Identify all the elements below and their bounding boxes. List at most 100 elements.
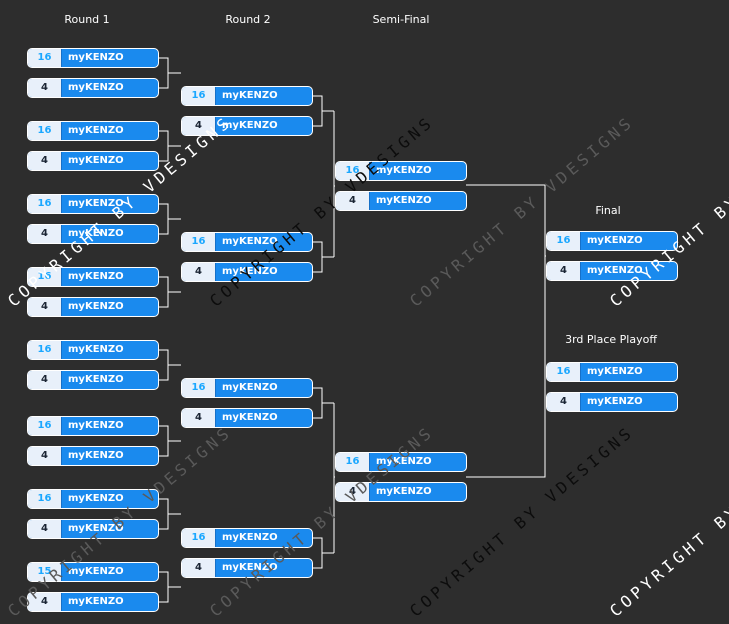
r1-slot[interactable]: 4 myKENZO xyxy=(27,519,159,539)
seed-number: 16 xyxy=(28,195,62,213)
seed-number: 4 xyxy=(28,593,62,611)
seed-number: 16 xyxy=(336,162,370,180)
r1-slot[interactable]: 16 myKENZO xyxy=(27,121,159,141)
team-name: myKENZO xyxy=(68,52,124,63)
seed-number: 16 xyxy=(182,87,216,105)
seed-number: 4 xyxy=(28,520,62,538)
team-name: myKENZO xyxy=(587,366,643,377)
r1-slot[interactable]: 16 myKENZO xyxy=(27,416,159,436)
semi-final-slot[interactable]: 16 myKENZO xyxy=(335,161,467,181)
final-title: Final xyxy=(595,204,621,217)
team-name: myKENZO xyxy=(68,271,124,282)
team-name: myKENZO xyxy=(222,120,278,131)
seed-number: 4 xyxy=(28,298,62,316)
seed-number: 16 xyxy=(28,49,62,67)
round-1-title: Round 1 xyxy=(64,13,110,26)
r1-slot[interactable]: 4 myKENZO xyxy=(27,370,159,390)
team-name: myKENZO xyxy=(222,236,278,247)
third-place-slot[interactable]: 4 myKENZO xyxy=(546,392,678,412)
team-name: myKENZO xyxy=(68,125,124,136)
seed-number: 4 xyxy=(336,483,370,501)
team-name: myKENZO xyxy=(68,344,124,355)
seed-number: 16 xyxy=(28,268,62,286)
team-name: myKENZO xyxy=(68,566,124,577)
semi-final-title: Semi-Final xyxy=(372,13,430,26)
r1-slot[interactable]: 16 myKENZO xyxy=(27,267,159,287)
seed-number: 4 xyxy=(182,409,216,427)
round-2-title: Round 2 xyxy=(225,13,271,26)
r2-slot[interactable]: 16 myKENZO xyxy=(181,86,313,106)
team-name: myKENZO xyxy=(587,396,643,407)
r2-slot[interactable]: 4 myKENZO xyxy=(181,408,313,428)
team-name: myKENZO xyxy=(222,562,278,573)
team-name: myKENZO xyxy=(376,486,432,497)
r1-slot[interactable]: 16 myKENZO xyxy=(27,194,159,214)
seed-number: 16 xyxy=(28,417,62,435)
r2-slot[interactable]: 4 myKENZO xyxy=(181,262,313,282)
seed-number: 16 xyxy=(182,233,216,251)
semi-final-slot[interactable]: 16 myKENZO xyxy=(335,452,467,472)
team-name: myKENZO xyxy=(222,532,278,543)
final-slot[interactable]: 4 myKENZO xyxy=(546,261,678,281)
seed-number: 4 xyxy=(28,371,62,389)
team-name: myKENZO xyxy=(68,493,124,504)
seed-number: 4 xyxy=(182,117,216,135)
seed-number: 16 xyxy=(28,341,62,359)
seed-number: 16 xyxy=(182,529,216,547)
seed-number: 4 xyxy=(336,192,370,210)
team-name: myKENZO xyxy=(222,266,278,277)
seed-number: 4 xyxy=(547,262,581,280)
r2-slot[interactable]: 4 myKENZO xyxy=(181,558,313,578)
seed-number: 16 xyxy=(182,379,216,397)
r1-slot[interactable]: 4 myKENZO xyxy=(27,224,159,244)
r1-slot[interactable]: 16 myKENZO xyxy=(27,340,159,360)
team-name: myKENZO xyxy=(68,198,124,209)
team-name: myKENZO xyxy=(376,456,432,467)
team-name: myKENZO xyxy=(68,228,124,239)
seed-number: 16 xyxy=(547,363,581,381)
seed-number: 15 xyxy=(28,563,62,581)
seed-number: 4 xyxy=(182,263,216,281)
seed-number: 16 xyxy=(547,232,581,250)
team-name: myKENZO xyxy=(68,155,124,166)
team-name: myKENZO xyxy=(68,450,124,461)
r2-slot[interactable]: 4 myKENZO xyxy=(181,116,313,136)
third-place-slot[interactable]: 16 myKENZO xyxy=(546,362,678,382)
team-name: myKENZO xyxy=(222,382,278,393)
semi-final-slot[interactable]: 4 myKENZO xyxy=(335,482,467,502)
seed-number: 4 xyxy=(28,225,62,243)
r2-slot[interactable]: 16 myKENZO xyxy=(181,528,313,548)
r1-slot[interactable]: 16 myKENZO xyxy=(27,48,159,68)
team-name: myKENZO xyxy=(376,165,432,176)
team-name: myKENZO xyxy=(68,596,124,607)
team-name: myKENZO xyxy=(68,420,124,431)
team-name: myKENZO xyxy=(68,82,124,93)
third-place-title: 3rd Place Playoff xyxy=(565,333,657,346)
team-name: myKENZO xyxy=(587,265,643,276)
semi-final-slot[interactable]: 4 myKENZO xyxy=(335,191,467,211)
seed-number: 4 xyxy=(28,447,62,465)
r1-slot[interactable]: 4 myKENZO xyxy=(27,151,159,171)
r1-slot[interactable]: 16 myKENZO xyxy=(27,489,159,509)
r2-slot[interactable]: 16 myKENZO xyxy=(181,378,313,398)
seed-number: 16 xyxy=(336,453,370,471)
r1-slot[interactable]: 15 myKENZO xyxy=(27,562,159,582)
seed-number: 4 xyxy=(182,559,216,577)
r2-slot[interactable]: 16 myKENZO xyxy=(181,232,313,252)
seed-number: 16 xyxy=(28,490,62,508)
team-name: myKENZO xyxy=(222,412,278,423)
seed-number: 4 xyxy=(28,79,62,97)
seed-number: 16 xyxy=(28,122,62,140)
team-name: myKENZO xyxy=(68,523,124,534)
r1-slot[interactable]: 4 myKENZO xyxy=(27,592,159,612)
seed-number: 4 xyxy=(28,152,62,170)
seed-number: 4 xyxy=(547,393,581,411)
team-name: myKENZO xyxy=(376,195,432,206)
r1-slot[interactable]: 4 myKENZO xyxy=(27,446,159,466)
team-name: myKENZO xyxy=(68,374,124,385)
r1-slot[interactable]: 4 myKENZO xyxy=(27,78,159,98)
team-name: myKENZO xyxy=(222,90,278,101)
